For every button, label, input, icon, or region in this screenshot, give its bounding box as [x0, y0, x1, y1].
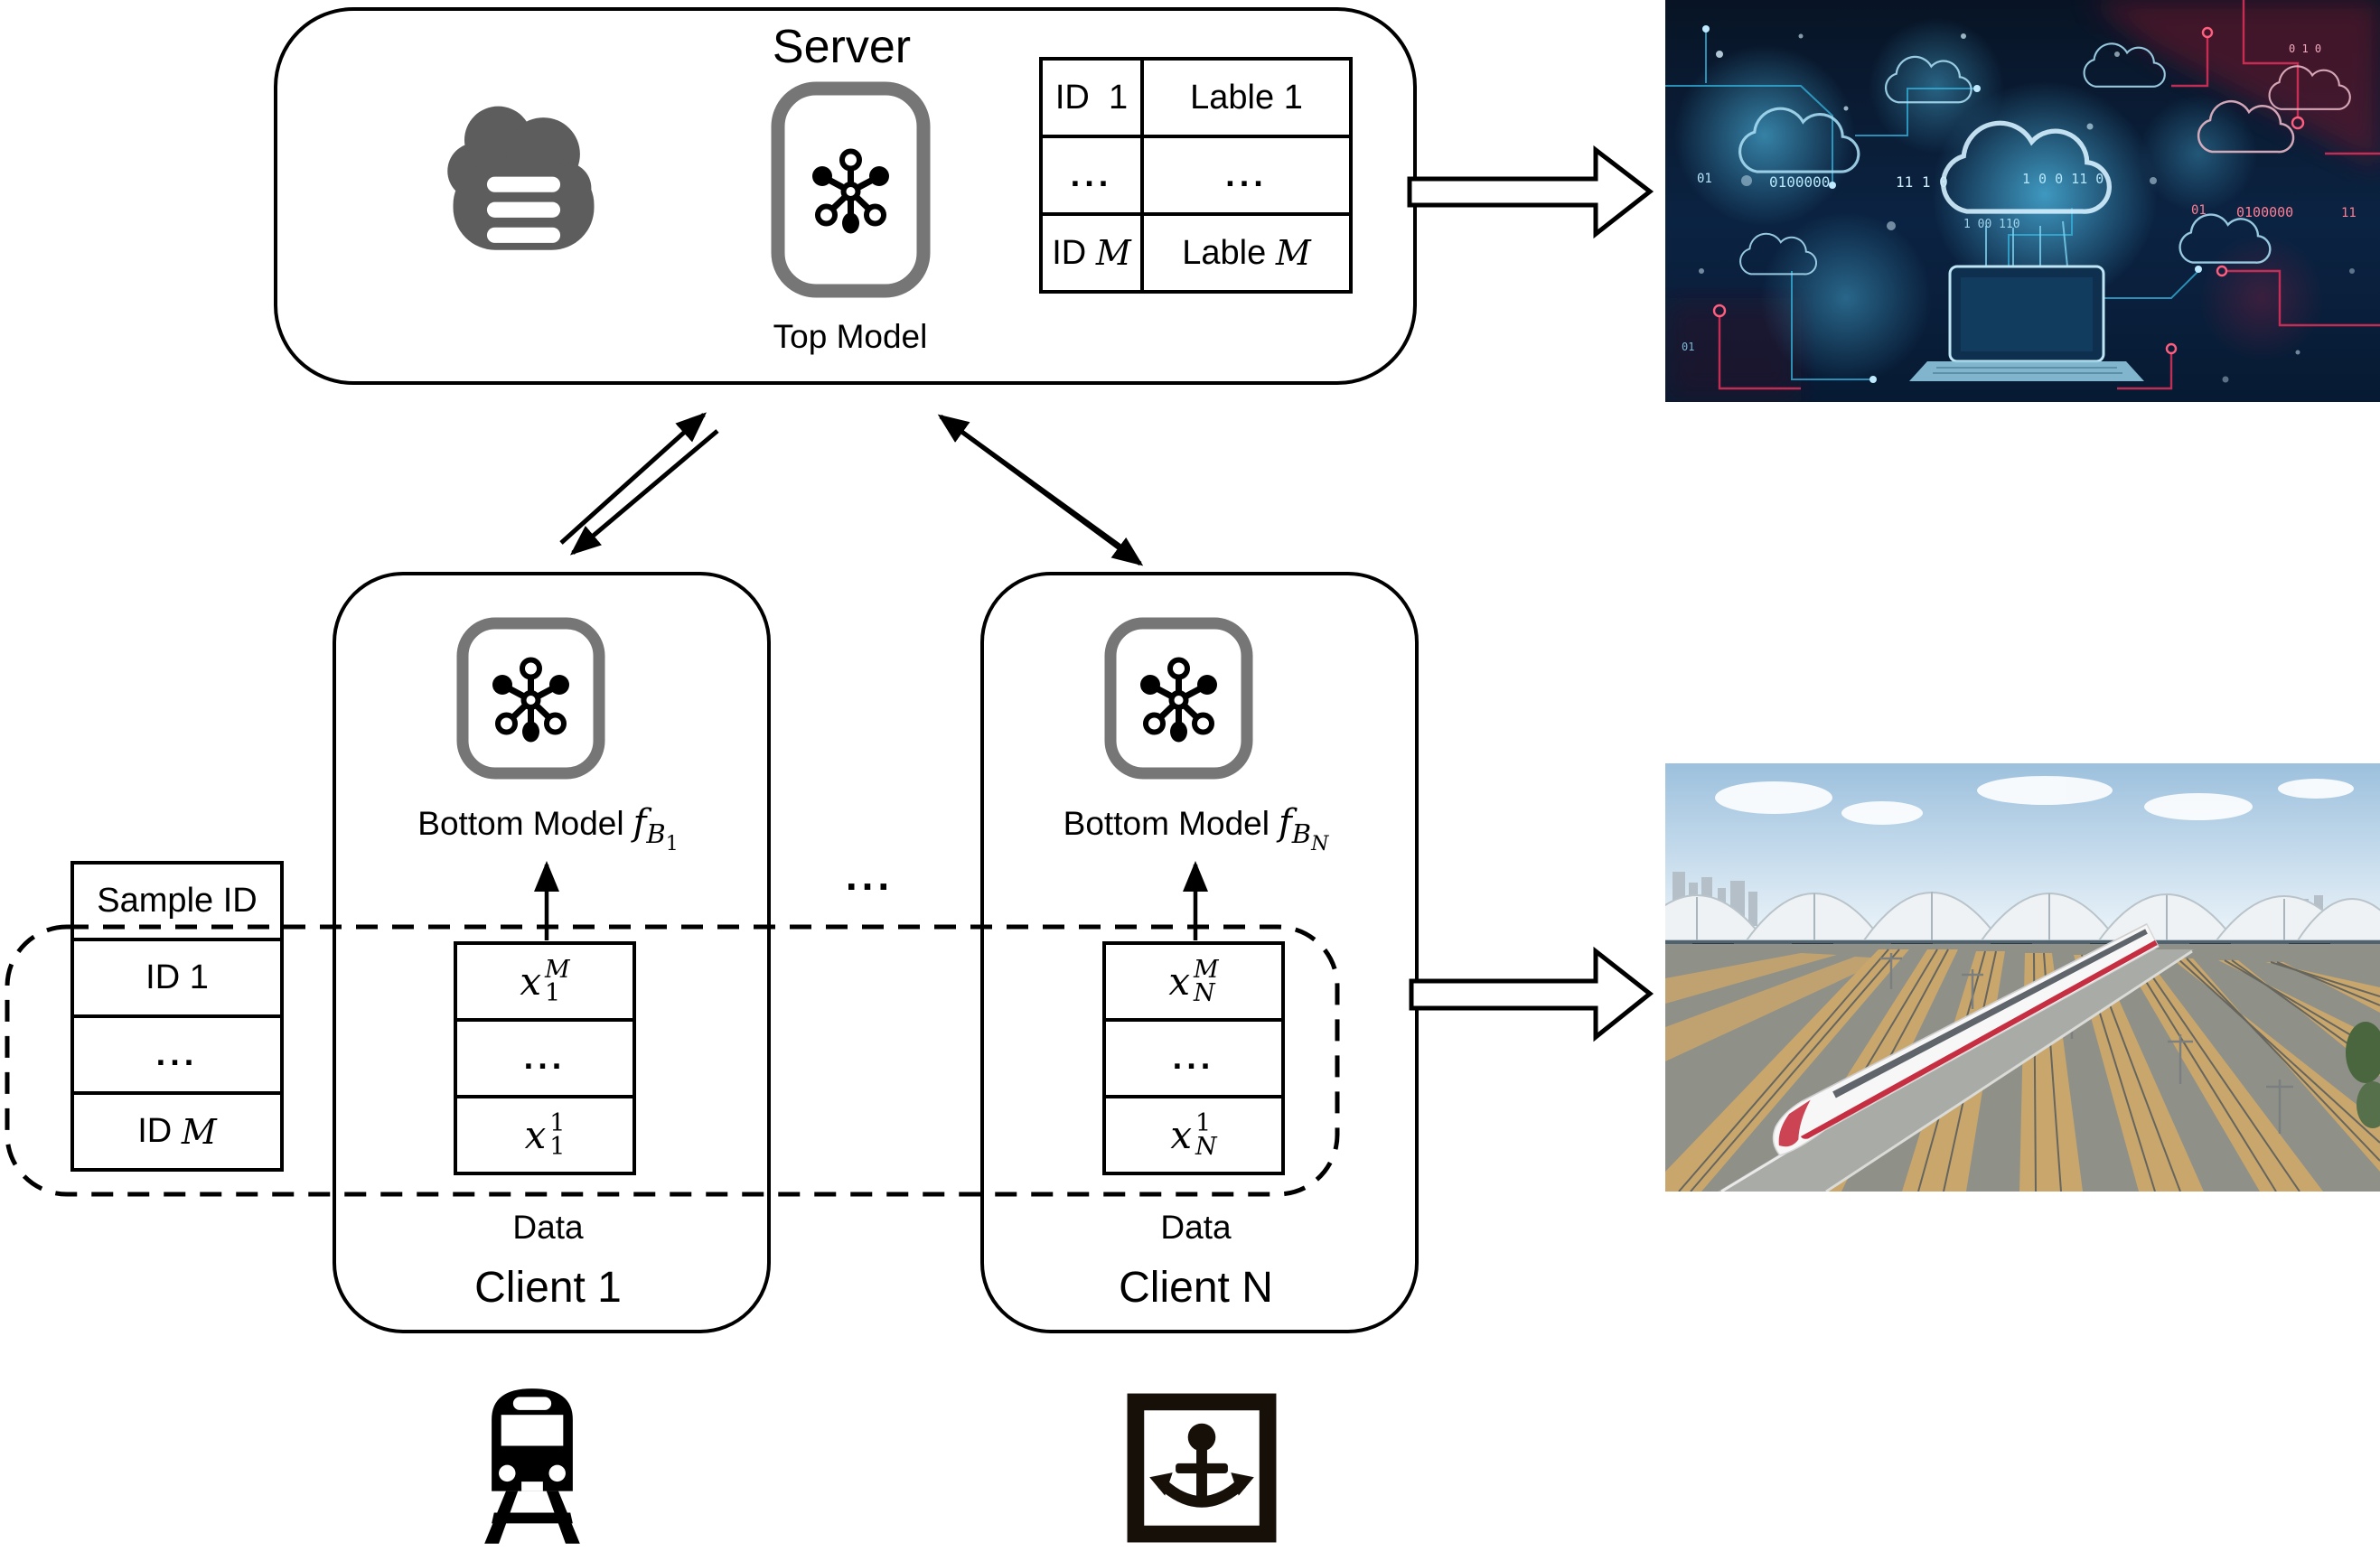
client1-data-caption: Data	[512, 1209, 584, 1246]
neural-network-icon	[1104, 617, 1253, 780]
clientN-name: Client N	[1119, 1264, 1273, 1312]
server-label-table: ID 1 Lable 1 ... ... ID M Lable M	[1039, 57, 1353, 294]
svg-text:11: 11	[2341, 206, 2357, 220]
cyan-circuit-nodes	[1702, 25, 2202, 383]
high-speed-train	[1772, 922, 2160, 1156]
neural-network-icon	[771, 81, 931, 298]
laptop-illustration	[1909, 265, 2144, 381]
table-header-cell: Sample ID	[72, 863, 282, 939]
svg-text:11 1 0: 11 1 0	[1896, 173, 1948, 191]
table-cell: Lable M	[1142, 214, 1351, 292]
server-client1-exchange-arrows	[559, 412, 719, 556]
sample-id-table: Sample ID ID 1 ... ID M	[70, 861, 284, 1172]
svg-text:0100000: 0100000	[2236, 204, 2293, 220]
bokeh-dots	[1699, 33, 2355, 383]
red-circuit-lines	[1718, 0, 2380, 390]
server-to-photo-block-arrow	[1407, 145, 1654, 239]
high-speed-rail-station-photo	[1665, 763, 2380, 1192]
binary-digits: 01 0100000 11 1 0 1 0 0 11 0 1 00 110 0 …	[1682, 42, 2357, 353]
cyan-circuit-lines	[1665, 32, 2199, 380]
table-cell: ID 1	[1041, 59, 1142, 136]
svg-text:1 00 110: 1 00 110	[1963, 218, 2020, 231]
svg-text:01: 01	[2191, 203, 2207, 218]
feature-cell: ...	[1104, 1020, 1283, 1097]
svg-text:01: 01	[1697, 172, 1712, 186]
table-cell: Lable 1	[1142, 59, 1351, 136]
svg-text:1 0 0 11 0: 1 0 0 11 0	[2022, 171, 2104, 187]
svg-text:0100000: 0100000	[1769, 173, 1830, 191]
cloud-computing-photo: 01 0100000 11 1 0 1 0 0 11 0 1 00 110 0 …	[1665, 0, 2380, 402]
cloud-database-icon	[447, 106, 595, 250]
table-cell: ID 1	[72, 939, 282, 1016]
sky-clouds	[1715, 776, 2354, 825]
trees	[2346, 1022, 2380, 1128]
clients-to-photo-block-arrow	[1409, 946, 1654, 1042]
server-clientN-exchange-arrows	[937, 414, 1144, 566]
svg-text:01: 01	[1682, 341, 1694, 353]
neural-network-icon	[456, 617, 605, 780]
feature-cell: ...	[455, 1020, 634, 1097]
table-cell: ...	[1142, 136, 1351, 214]
red-circuit-nodes	[1712, 26, 2305, 355]
server-title: Server	[772, 21, 912, 73]
top-model-caption: Top Model	[773, 318, 928, 355]
train-icon	[484, 1388, 580, 1544]
clients-ellipsis: ...	[845, 852, 895, 899]
table-cell: ID M	[72, 1093, 282, 1170]
svg-text:0 1 0: 0 1 0	[2289, 42, 2321, 55]
client1-name: Client 1	[474, 1264, 622, 1312]
table-cell: ...	[1041, 136, 1142, 214]
table-cell: ...	[72, 1016, 282, 1093]
clientN-data-caption: Data	[1160, 1209, 1232, 1246]
anchor-in-square-icon	[1127, 1393, 1277, 1543]
table-cell: ID M	[1041, 214, 1142, 292]
